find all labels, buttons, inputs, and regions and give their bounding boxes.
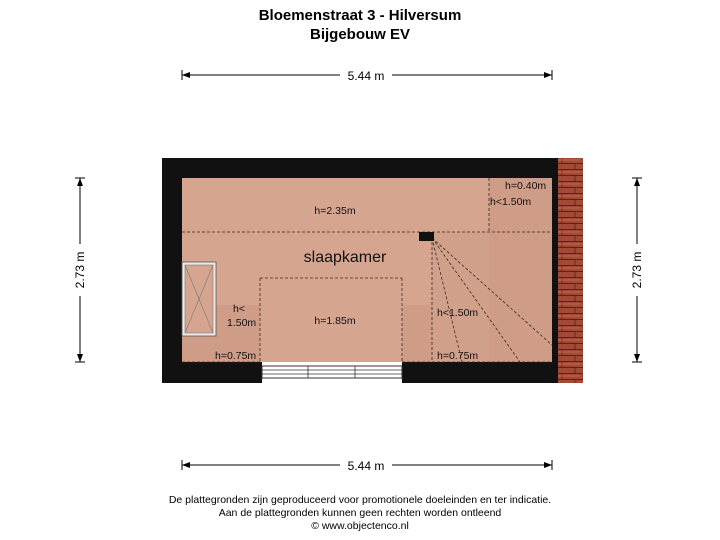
height-top-right-b: h<1.50m <box>490 196 531 208</box>
window-bottom <box>261 362 403 383</box>
ceiling-lines <box>182 178 553 363</box>
chimney-block <box>419 232 434 241</box>
plan-subtitle: Bijgebouw EV <box>309 26 410 43</box>
height-left-b: 1.50m <box>227 317 256 329</box>
height-center: h=1.85m <box>314 315 355 327</box>
room-name: slaapkamer <box>304 249 387 266</box>
height-top-right-a: h=0.40m <box>505 180 546 192</box>
dimension-right: 2.73 m <box>629 177 645 363</box>
height-main: h=2.35m <box>314 205 355 217</box>
floor-low-right-zone <box>402 305 432 362</box>
dimension-left: 2.73 m <box>72 177 88 363</box>
dimension-bottom: 5.44 m <box>181 457 553 473</box>
stair-opening <box>181 261 217 337</box>
disclaimer-line-2: Aan de plattegronden kunnen geen rechten… <box>218 507 502 519</box>
height-right-mid: h<1.50m <box>437 307 478 319</box>
dimension-bottom-label: 5.44 m <box>348 459 385 473</box>
disclaimer-line-1: De plattegronden zijn geproduceerd voor … <box>168 494 552 506</box>
floor-low-right <box>489 178 552 362</box>
plan-title: Bloemenstraat 3 - Hilversum <box>258 7 462 24</box>
dimension-right-label: 2.73 m <box>630 252 644 289</box>
dimension-top-label: 5.44 m <box>348 69 385 83</box>
height-left-low: h=0.75m <box>215 350 256 362</box>
dimension-left-label: 2.73 m <box>73 252 87 289</box>
copyright-line: © www.objectenco.nl <box>311 520 409 532</box>
dimension-top: 5.44 m <box>181 67 553 83</box>
height-right-low: h=0.75m <box>437 350 478 362</box>
floor-slope-right <box>432 232 489 362</box>
floor-low-left-zone <box>210 305 260 362</box>
roof-tiles <box>557 158 583 383</box>
height-left-a: h< <box>233 303 245 315</box>
